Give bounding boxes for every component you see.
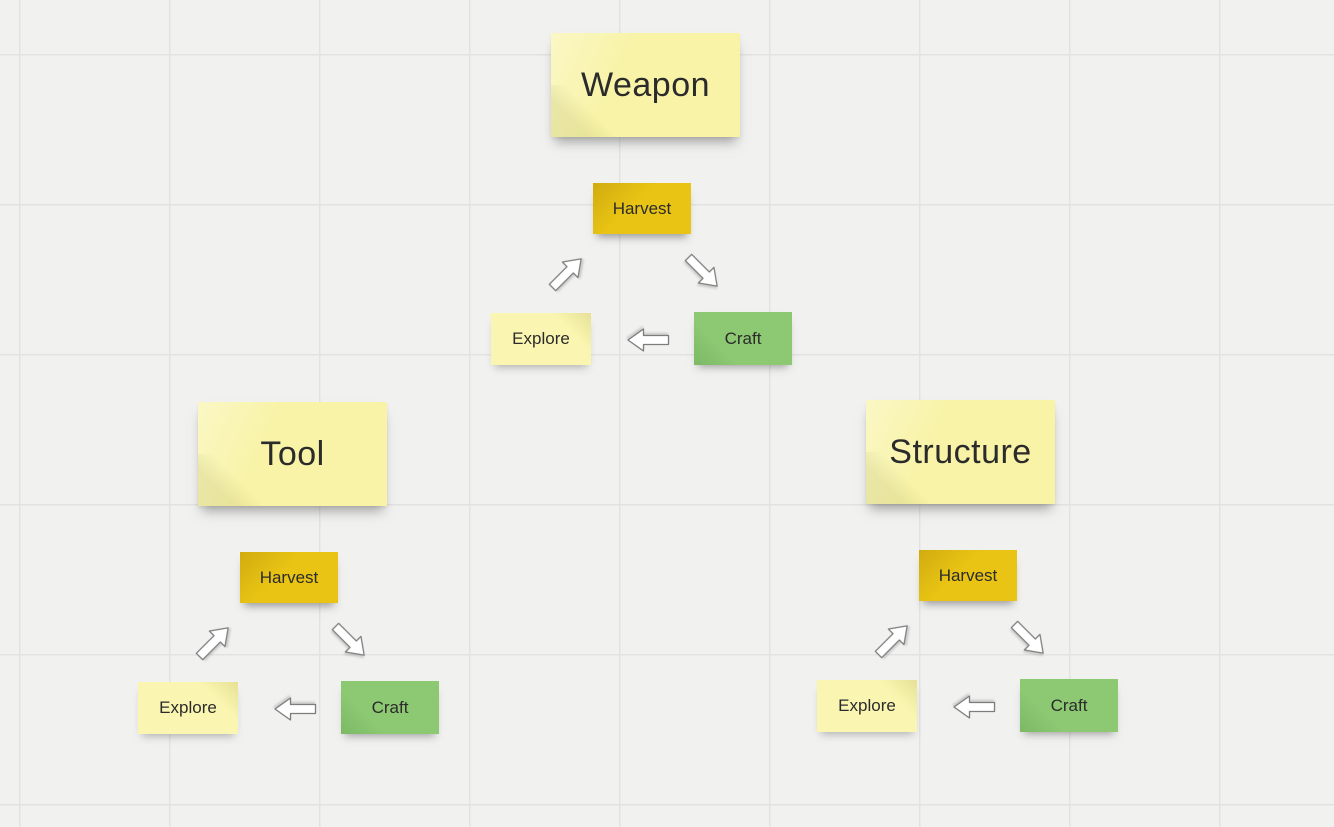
sticky-note-text: Tool [260,434,325,473]
sticky-note-explore[interactable]: Explore [817,680,917,732]
arrow-up-right-icon[interactable] [542,248,591,297]
sticky-note-text: Harvest [259,567,319,587]
sticky-note-text: Harvest [938,565,998,585]
arrow-left-icon[interactable] [273,696,317,722]
sticky-note-explore[interactable]: Explore [491,313,591,365]
sticky-note-text: Explore [159,698,217,717]
arrow-left-icon[interactable] [626,327,670,353]
sticky-note-craft[interactable]: Craft [1020,679,1118,732]
sticky-note-text: Explore [838,696,896,715]
sticky-note-text: Craft [724,328,762,348]
arrow-up-right-icon[interactable] [189,617,238,666]
sticky-note-explore[interactable]: Explore [138,682,238,734]
sticky-note-craft[interactable]: Craft [694,312,792,365]
sticky-note-text: Craft [371,697,409,717]
sticky-note-tool-title[interactable]: Tool [198,402,387,506]
arrow-down-right-icon[interactable] [1004,614,1053,663]
arrow-down-right-icon[interactable] [678,247,727,296]
sticky-note-text: Weapon [580,65,711,104]
sticky-note-text: Structure [889,432,1032,471]
sticky-note-structure-title[interactable]: Structure [866,400,1055,504]
arrow-left-icon[interactable] [952,694,996,720]
sticky-note-weapon-title[interactable]: Weapon [551,33,740,137]
sticky-note-craft[interactable]: Craft [341,681,439,734]
sticky-note-harvest[interactable]: Harvest [240,552,338,603]
arrow-up-right-icon[interactable] [868,615,917,664]
arrow-down-right-icon[interactable] [325,616,374,665]
sticky-note-text: Craft [1050,695,1088,715]
sticky-note-harvest[interactable]: Harvest [593,183,691,234]
sticky-note-text: Harvest [612,198,672,218]
sticky-note-text: Explore [512,329,570,348]
sticky-note-harvest[interactable]: Harvest [919,550,1017,601]
